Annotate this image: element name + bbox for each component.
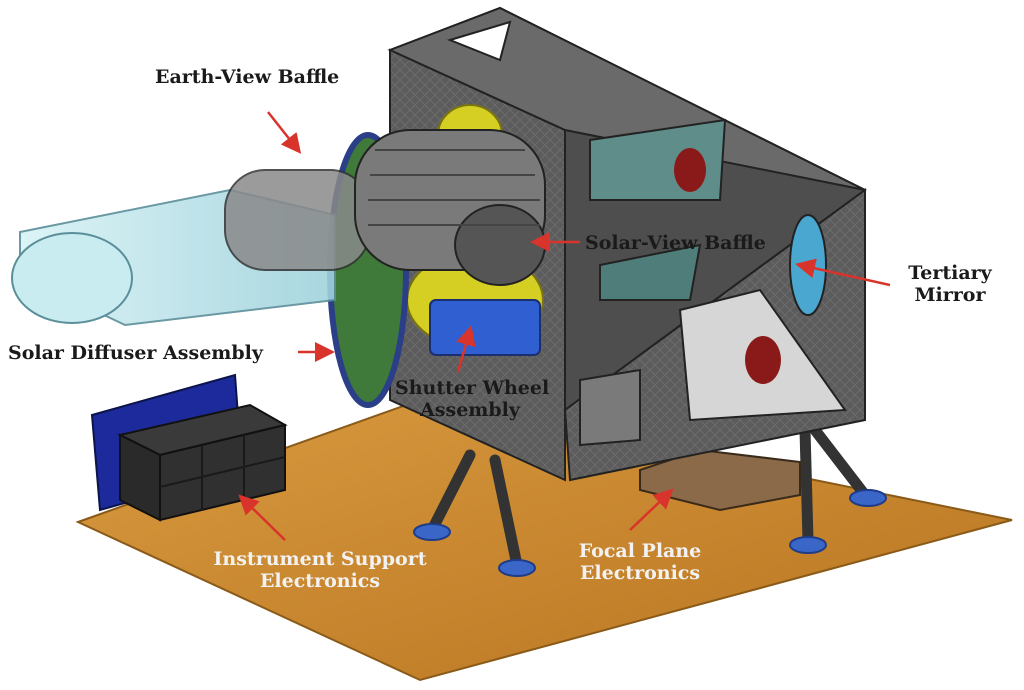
label-shutter-wheel-assembly: Shutter Wheel Assembly xyxy=(395,377,550,421)
arrow-focal-plane xyxy=(629,488,674,531)
arrow-earth-view-baffle xyxy=(267,111,302,154)
label-solar-view-baffle: Solar-View Baffle xyxy=(585,232,766,254)
arrow-instrument-support xyxy=(238,494,286,541)
label-tertiary-mirror-line2: Mirror xyxy=(914,284,986,306)
support-legs xyxy=(426,424,871,571)
label-shutter-wheel-line2: Assembly xyxy=(420,399,520,421)
label-instrument-support-line1: Instrument Support xyxy=(213,548,427,570)
label-solar-diffuser-assembly: Solar Diffuser Assembly xyxy=(8,342,263,364)
solar-view-baffle xyxy=(354,129,546,286)
label-focal-plane-line1: Focal Plane xyxy=(578,540,702,562)
label-instrument-support-line2: Electronics xyxy=(259,570,381,592)
arrow-shutter-wheel xyxy=(456,325,476,373)
label-earth-view-baffle: Earth-View Baffle xyxy=(155,66,340,88)
instrument-support-electronics-box xyxy=(90,373,288,522)
label-focal-plane-line2: Electronics xyxy=(579,562,701,584)
base-plate xyxy=(75,398,1013,682)
label-shutter-wheel-line1: Shutter Wheel xyxy=(395,377,550,399)
callout-arrows xyxy=(238,111,891,541)
label-focal-plane-electronics: Focal Plane Electronics xyxy=(560,540,720,584)
earth-view-baffle xyxy=(11,169,371,327)
leg-feet xyxy=(413,489,887,577)
label-instrument-support-electronics: Instrument Support Electronics xyxy=(200,548,440,592)
arrow-tertiary-mirror xyxy=(795,258,891,287)
label-tertiary-mirror: Tertiary Mirror xyxy=(898,262,1002,306)
label-tertiary-mirror-line1: Tertiary xyxy=(908,262,992,284)
